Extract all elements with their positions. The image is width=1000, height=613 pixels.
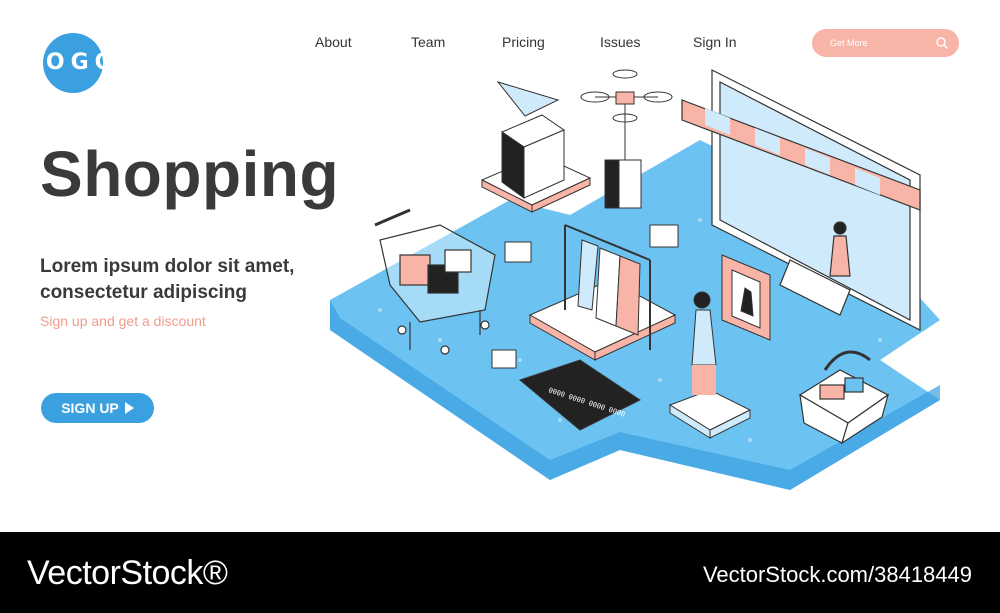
top-nav: About Team Pricing Issues Sign In — [0, 34, 1000, 54]
search-input[interactable]: Get More — [812, 29, 959, 57]
page-title: Shopping — [40, 138, 340, 210]
sign-up-button[interactable]: SIGN UP — [41, 393, 154, 423]
shopping-bag-pedestal — [480, 81, 592, 213]
footer-brand: VectorStock® — [27, 554, 228, 592]
shopping-illustration: 0000 0000 0000 0000 — [330, 69, 940, 490]
play-arrow-icon — [124, 402, 134, 414]
promo-text: Sign up and get a discount — [40, 313, 206, 329]
footer-image-id: VectorStock.com/38418449 — [702, 562, 972, 587]
shopping-cart — [374, 208, 496, 355]
nav-pricing[interactable]: Pricing — [502, 34, 545, 50]
nav-issues[interactable]: Issues — [600, 34, 641, 50]
nav-about[interactable]: About — [315, 34, 352, 50]
nav-team[interactable]: Team — [411, 34, 446, 50]
search-placeholder: Get More — [830, 38, 868, 48]
credit-card: 0000 0000 0000 0000 — [518, 359, 641, 431]
online-store-monitor — [681, 69, 921, 331]
parcel-boxes — [491, 224, 679, 369]
woman-shopper — [668, 254, 771, 439]
clothing-rack — [528, 224, 677, 361]
nav-sign-in[interactable]: Sign In — [693, 34, 737, 50]
hero-subtitle: Lorem ipsum dolor sit amet, consectetur … — [40, 256, 295, 303]
delivery-drone — [580, 69, 673, 209]
logo[interactable]: LOGO — [26, 33, 120, 93]
search-icon[interactable] — [935, 36, 949, 50]
footer-bar: VectorStock® VectorStock.com/38418449 — [0, 532, 1000, 613]
landing-page: LOGO About Team Pricing Issues Sign In G… — [0, 29, 1000, 490]
sign-up-label: SIGN UP — [61, 400, 119, 416]
logo-text: LOGO — [26, 50, 120, 75]
shopping-basket — [798, 350, 890, 445]
